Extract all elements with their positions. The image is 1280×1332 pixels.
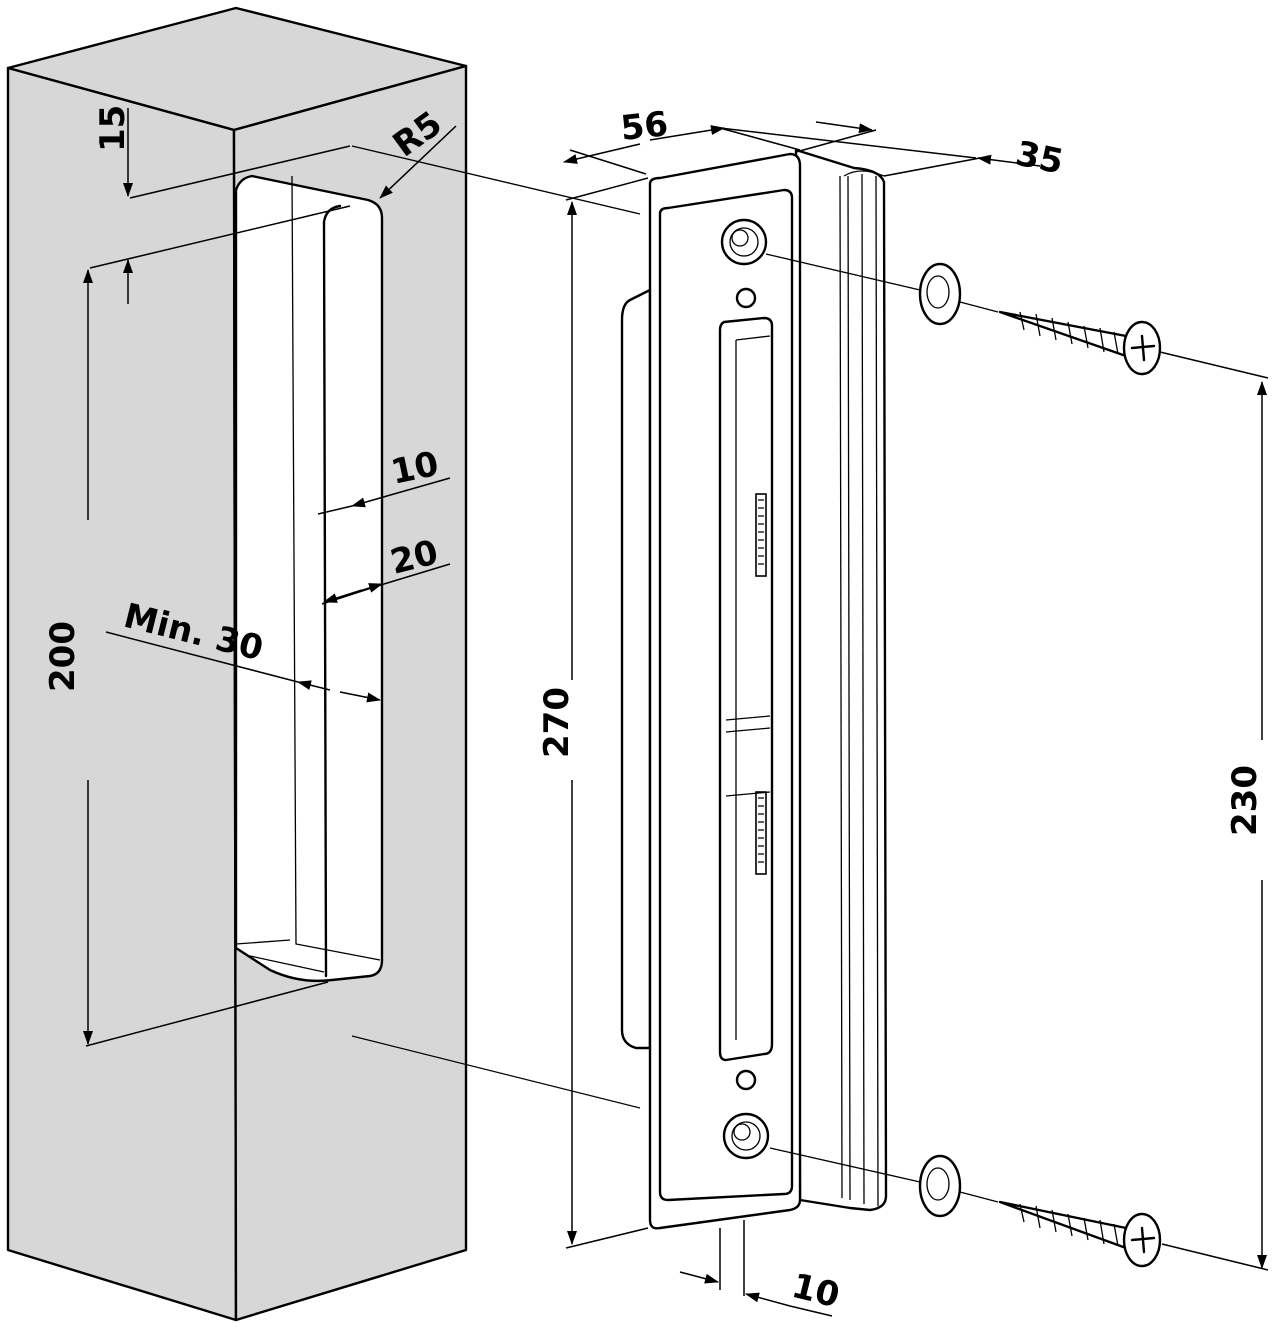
latch-slot-inner (735, 335, 771, 1040)
washer-bottom (918, 1154, 962, 1218)
plate-front-face (648, 152, 802, 1230)
label-270: 270 (537, 687, 577, 758)
label-230: 230 (1225, 765, 1265, 836)
slot-floor-line (291, 175, 381, 961)
dimension-56 (563, 125, 801, 175)
strike-plate (620, 148, 888, 1230)
pin-hole-bottom (735, 1069, 757, 1091)
label-56: 56 (619, 104, 670, 149)
plate-side-line-2 (847, 175, 851, 1201)
dimension-10-bottom (679, 1220, 833, 1317)
screw-hole-bottom (722, 1112, 770, 1160)
washer-top (918, 262, 962, 326)
slot-bottom-edge (249, 955, 325, 973)
dimension-270 (565, 177, 649, 1249)
screw-top (998, 310, 1162, 376)
label-10-bottom: 10 (788, 1266, 844, 1316)
dimension-10-slot (317, 477, 451, 515)
plate-top-cap (843, 170, 885, 177)
post-front-face (6, 66, 238, 1322)
latch-slot (718, 316, 774, 1062)
plate-front-inset (658, 188, 794, 1202)
label-10-slot: 10 (388, 444, 443, 493)
label-15: 15 (93, 105, 133, 152)
adjust-rail-ticks-lower (758, 797, 764, 863)
plate-side-line-1 (839, 175, 843, 1199)
dimension-R5 (379, 125, 457, 199)
dimension-35 (719, 121, 1041, 177)
screw-bottom (998, 1200, 1162, 1268)
dimension-20-slot (321, 563, 451, 605)
adjust-rail-lower (755, 791, 767, 875)
dimension-15 (89, 108, 351, 304)
center-bar (725, 715, 771, 797)
plate-side-line-3 (861, 173, 865, 1205)
screw-hole-top (720, 218, 768, 266)
pin-hole-top (735, 287, 757, 309)
plate-side-line-4 (875, 175, 879, 1207)
label-35: 35 (1012, 134, 1067, 183)
slot-floor-line-2 (235, 939, 291, 945)
plate-rear-leg (620, 288, 652, 1050)
projection-lines (351, 145, 999, 1203)
dimension-200 (83, 269, 329, 1047)
adjust-rail-upper (755, 493, 767, 577)
adjust-rail-ticks-upper (758, 499, 764, 565)
dimension-min30 (105, 631, 381, 703)
slot-outline (234, 174, 384, 983)
label-200: 200 (43, 621, 83, 692)
mortise-slot (234, 174, 384, 983)
dimension-230 (1159, 351, 1269, 1271)
